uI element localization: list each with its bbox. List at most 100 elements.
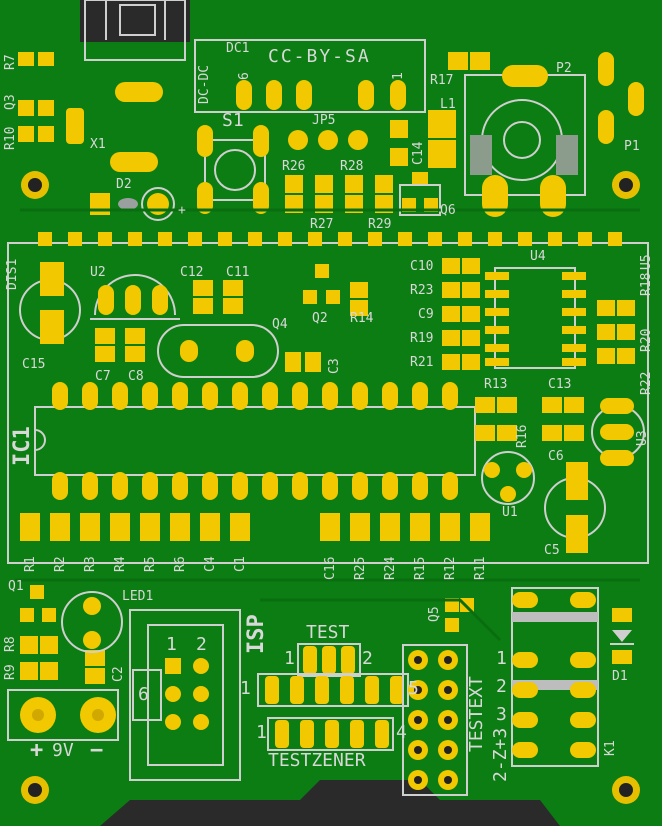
label-l1: L1 — [440, 97, 456, 112]
label-q3: Q3 — [3, 94, 18, 110]
label-tz-pin4: 4 — [396, 722, 407, 743]
label-u2: U2 — [90, 265, 106, 280]
label-k1: K1 — [603, 740, 618, 756]
label-r11: R11 — [473, 556, 488, 580]
label-9v-plus: + — [30, 738, 44, 763]
smd-resistor-row — [20, 513, 490, 541]
label-r25: R25 — [353, 556, 368, 580]
label-r15: R15 — [413, 556, 428, 580]
label-c4: C4 — [203, 556, 218, 572]
label-r2: R2 — [53, 556, 68, 572]
label-d1: D1 — [612, 669, 628, 684]
label-r5: R5 — [143, 556, 158, 572]
label-row-pin1: 1 — [240, 678, 251, 699]
label-pin6: 6 — [237, 72, 252, 80]
label-r17: R17 — [430, 73, 454, 88]
label-r21: R21 — [410, 355, 434, 370]
label-u3: U3 — [635, 430, 650, 446]
label-test-pin1: 1 — [284, 648, 295, 669]
label-d2: D2 — [116, 177, 132, 192]
label-p1: P1 — [624, 139, 640, 154]
label-isp-pin2: 2 — [196, 634, 207, 655]
label-tz-pin1: 1 — [256, 722, 267, 743]
label-q6: Q6 — [440, 203, 456, 218]
label-u1: U1 — [502, 505, 518, 520]
label-r27: R27 — [310, 217, 334, 232]
label-row-pin5: 5 — [408, 678, 419, 699]
u4-side-pads — [442, 258, 635, 370]
label-r20: R20 — [639, 328, 654, 352]
label-dis1: DIS1 — [5, 258, 20, 290]
license-text: CC-BY-SA — [268, 46, 371, 67]
label-q2: Q2 — [312, 311, 328, 326]
label-dc1: DC1 — [226, 41, 250, 56]
label-r19: R19 — [410, 331, 434, 346]
label-c15: C15 — [22, 357, 46, 372]
label-isp: ISP — [244, 614, 269, 654]
label-r22: R22 — [639, 371, 654, 395]
label-c1: C1 — [233, 556, 248, 572]
label-test: TEST — [306, 622, 350, 643]
label-x1: X1 — [90, 137, 106, 152]
label-r23: R23 — [410, 283, 434, 298]
label-c13: C13 — [548, 377, 572, 392]
label-r13: R13 — [484, 377, 508, 392]
label-r8: R8 — [3, 636, 18, 652]
label-led1: LED1 — [122, 589, 154, 604]
label-r29: R29 — [368, 217, 392, 232]
label-c6: C6 — [548, 449, 564, 464]
label-testext: TESTEXT — [466, 676, 487, 752]
label-r9: R9 — [3, 664, 18, 680]
label-r3: R3 — [83, 556, 98, 572]
label-relay-2: 2 — [496, 676, 507, 697]
label-r18: R18 — [639, 272, 654, 296]
label-9v: 9V — [52, 740, 74, 761]
label-r28: R28 — [340, 159, 364, 174]
label-isp-pin1: 1 — [166, 634, 177, 655]
label-q5: Q5 — [427, 606, 442, 622]
label-relay-3: 3 — [496, 704, 507, 725]
label-r12: R12 — [443, 556, 458, 580]
label-dcdc: DC-DC — [197, 64, 212, 104]
label-r6: R6 — [173, 556, 188, 572]
label-c7: C7 — [95, 369, 111, 384]
label-relay-side: 2-Z+3 — [490, 727, 511, 782]
label-c2: C2 — [111, 666, 126, 682]
label-u5: U5 — [639, 254, 654, 270]
label-c3: C3 — [327, 358, 342, 374]
label-relay-1: 1 — [496, 648, 507, 669]
label-q1: Q1 — [8, 579, 24, 594]
label-c16: C16 — [323, 556, 338, 580]
label-testzener: TESTZENER — [268, 750, 366, 771]
label-plus: + — [178, 203, 186, 218]
label-jp5: JP5 — [312, 113, 336, 128]
label-c10: C10 — [410, 259, 434, 274]
label-r14: R14 — [350, 311, 374, 326]
label-c8: C8 — [128, 369, 144, 384]
label-r26: R26 — [282, 159, 306, 174]
label-pin1: 1 — [391, 72, 406, 80]
label-q4: Q4 — [272, 317, 288, 332]
label-p2: P2 — [556, 61, 572, 76]
label-c12: C12 — [180, 265, 204, 280]
ic1-pins — [52, 382, 458, 500]
label-c9: C9 — [418, 307, 434, 322]
label-r24: R24 — [383, 556, 398, 580]
label-ic1: IC1 — [10, 426, 35, 466]
label-r1: R1 — [23, 556, 38, 572]
label-9v-minus: − — [90, 738, 104, 763]
label-r4: R4 — [113, 556, 128, 572]
label-c14: C14 — [411, 141, 426, 165]
label-isp-pin6: 6 — [138, 684, 149, 705]
label-u4: U4 — [530, 249, 546, 264]
label-test-pin2: 2 — [362, 648, 373, 669]
mounting-hole — [21, 171, 640, 804]
label-c5: C5 — [544, 543, 560, 558]
label-r16: R16 — [515, 424, 530, 448]
header-pads — [38, 232, 622, 246]
label-r10: R10 — [3, 126, 18, 150]
label-r7: R7 — [3, 54, 18, 70]
label-s1: S1 — [222, 110, 244, 131]
